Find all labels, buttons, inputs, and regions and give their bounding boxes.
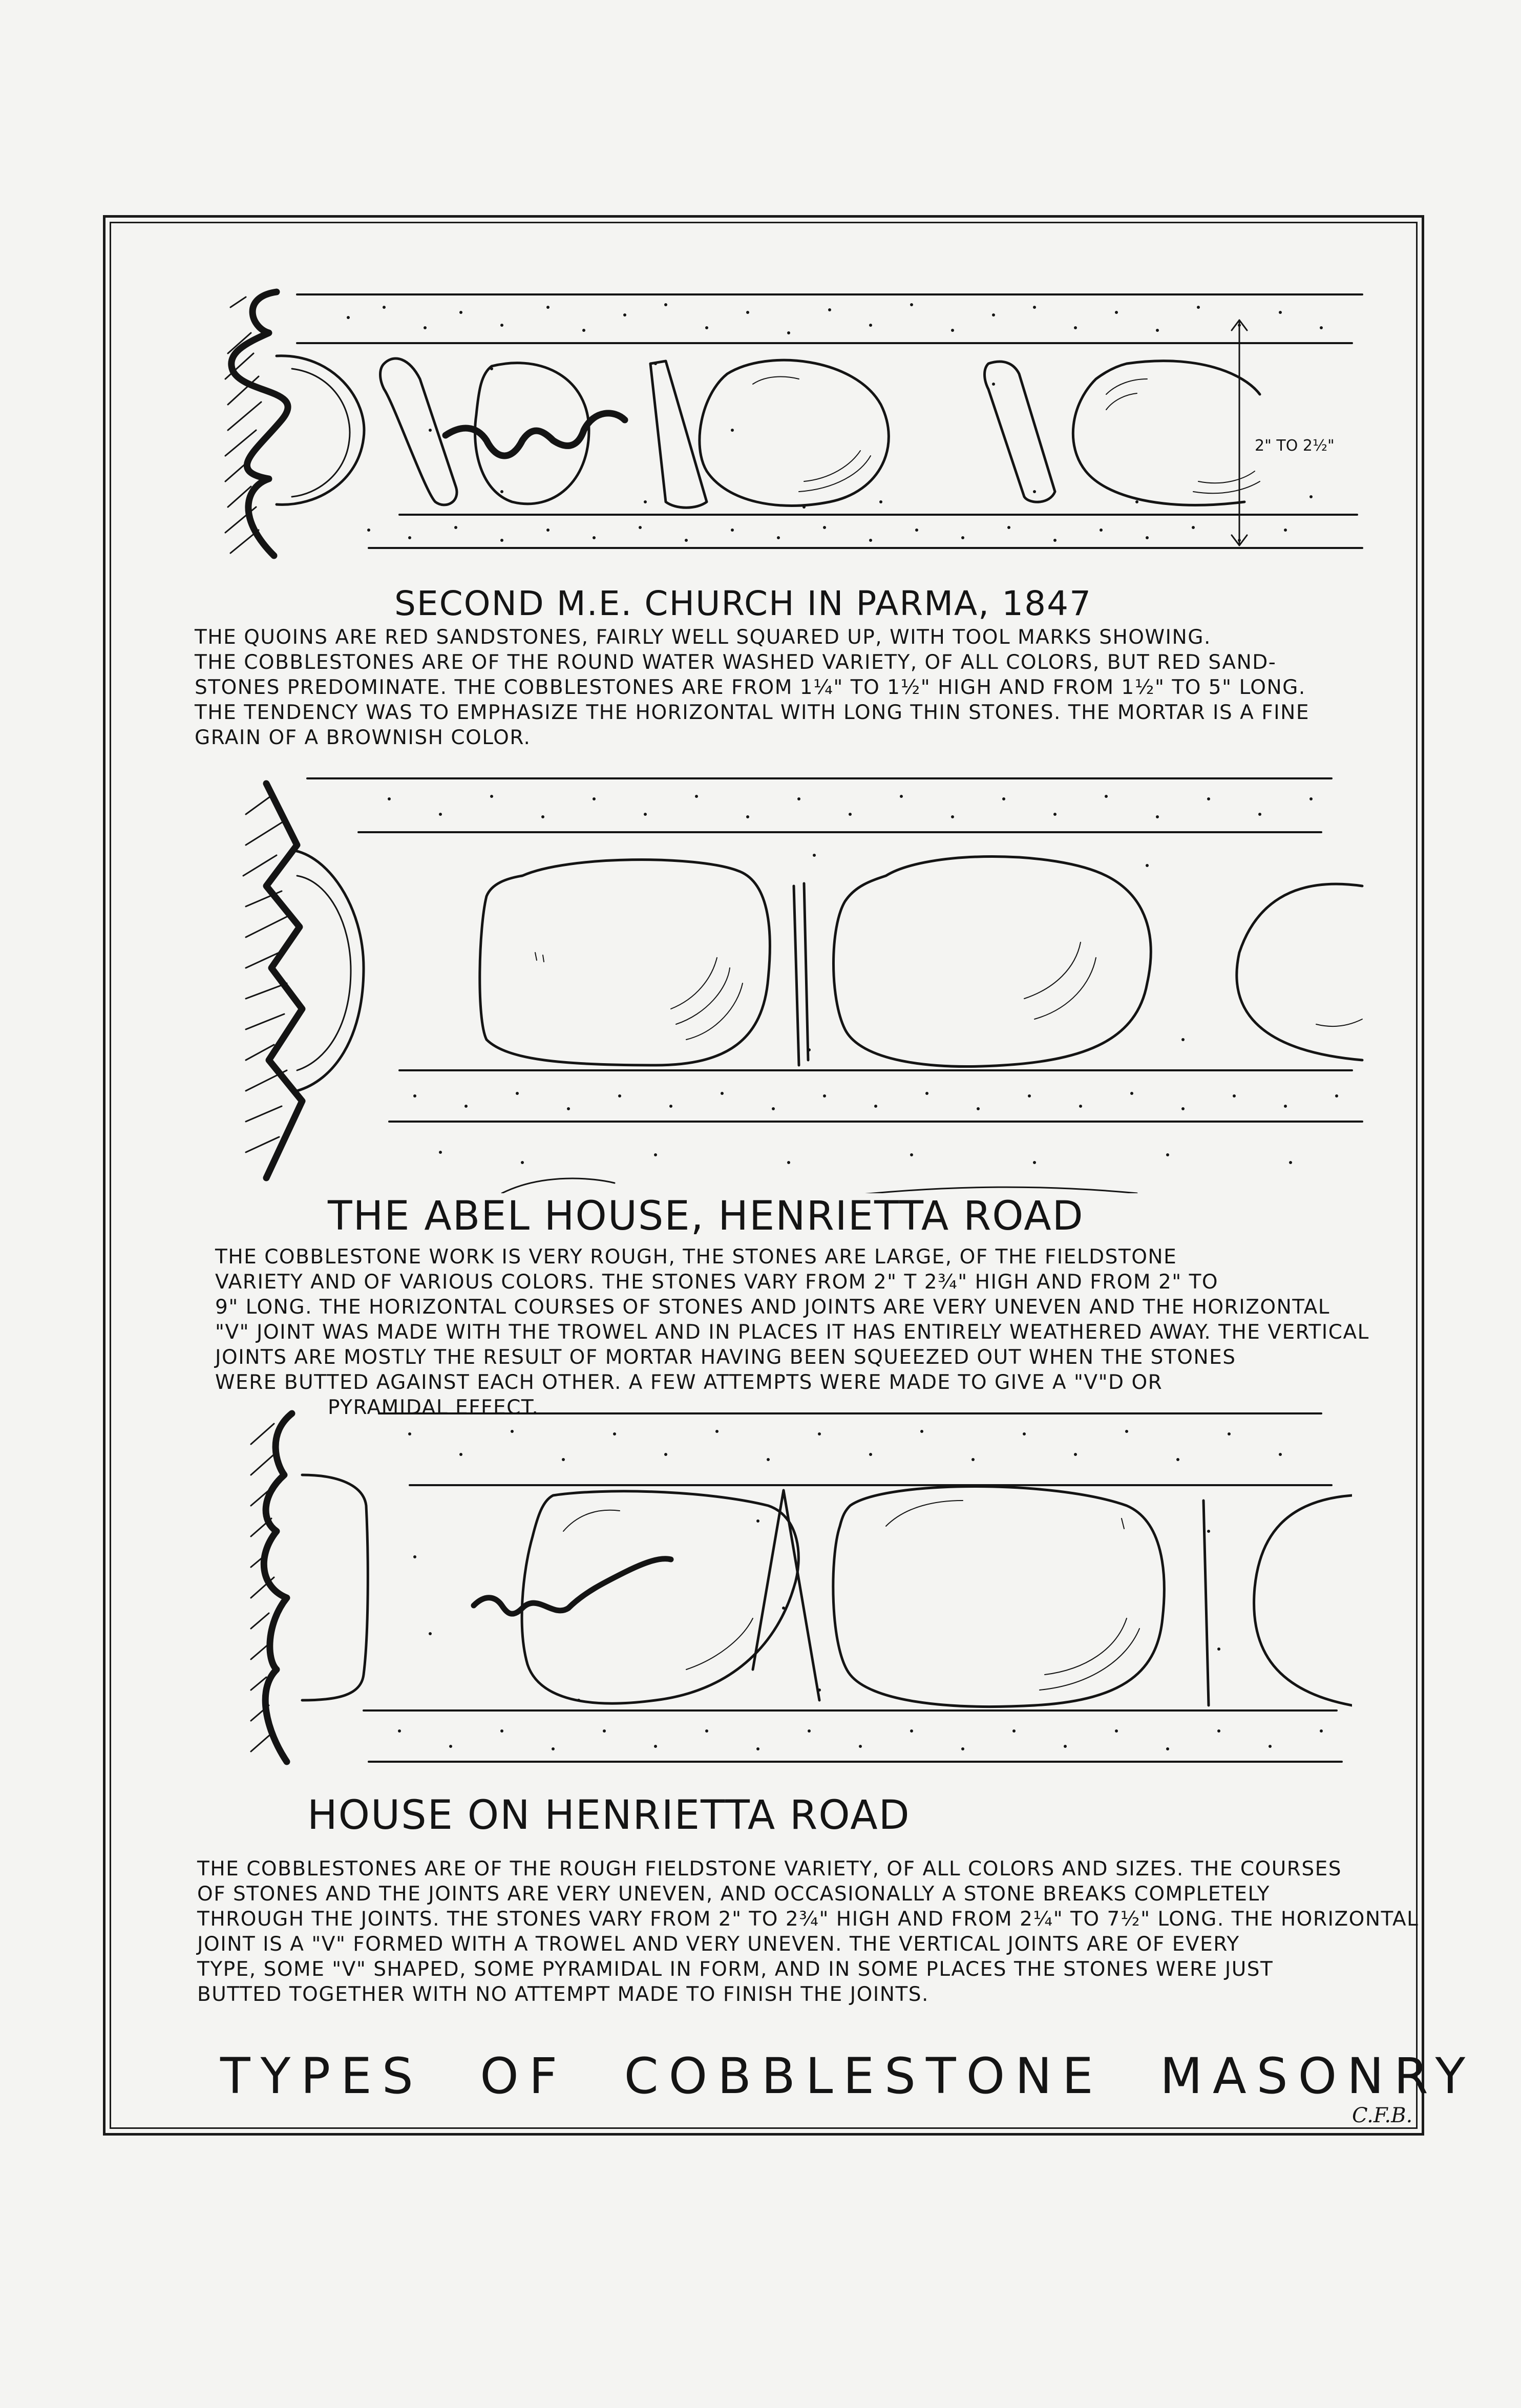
heading-henrietta-road: HOUSE ON HENRIETTA ROAD — [307, 1792, 911, 1839]
plate-title: TYPES OF COBBLESTONE MASONRY — [220, 2047, 1476, 2105]
paragraph-church: THE QUOINS ARE RED SANDSTONES, FAIRLY WE… — [195, 626, 1309, 749]
paragraph-abel-house: THE COBBLESTONE WORK IS VERY ROUGH, THE … — [215, 1245, 1369, 1419]
henrietta-road-cobblestone-drawing — [250, 1410, 1352, 1765]
artist-initials: C.F.B. — [1352, 2104, 1413, 2127]
church-cobblestone-drawing: 2" TO 2½" — [224, 288, 1363, 559]
abel-house-cobblestone-drawing — [242, 777, 1364, 1193]
plate-border — [103, 215, 1424, 2136]
heading-abel-house: THE ABEL HOUSE, HENRIETTA ROAD — [328, 1193, 1084, 1239]
dimension-label: 2" TO 2½" — [1255, 437, 1335, 455]
heading-church: SECOND M.E. CHURCH IN PARMA, 1847 — [394, 584, 1092, 623]
paragraph-henrietta-road: THE COBBLESTONES ARE OF THE ROUGH FIELDS… — [197, 1857, 1419, 2006]
